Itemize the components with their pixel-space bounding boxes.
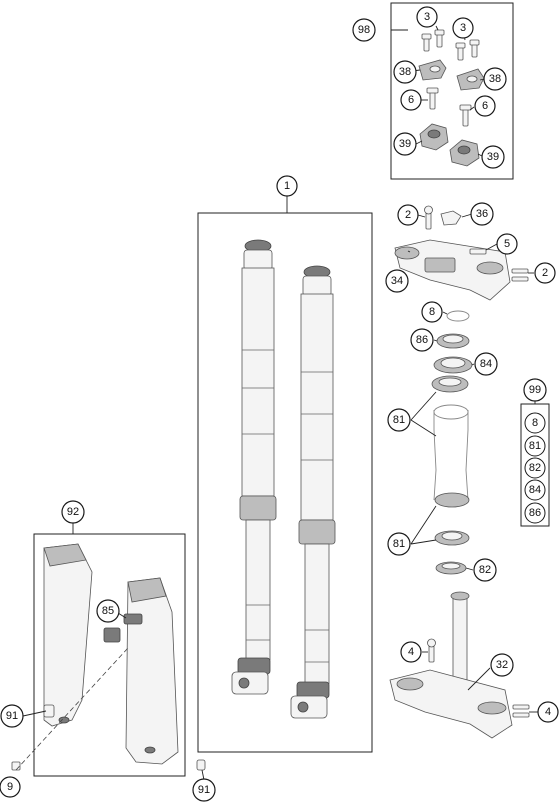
kit-99-item: 86 (524, 502, 546, 524)
callout-39: 39 (393, 132, 417, 156)
callout-36: 36 (470, 202, 494, 226)
svg-text:3: 3 (460, 22, 466, 34)
callout-91: 91 (0, 704, 24, 728)
callout-6: 6 (400, 89, 422, 111)
svg-text:3: 3 (424, 11, 430, 23)
callout-81: 81 (387, 532, 411, 556)
callout-34: 34 (385, 269, 409, 293)
svg-text:8: 8 (429, 306, 435, 318)
svg-text:81: 81 (393, 538, 405, 550)
callout-2: 2 (534, 262, 556, 284)
callout-86: 86 (410, 328, 434, 352)
svg-text:86: 86 (416, 334, 428, 346)
callout-1: 1 (276, 175, 298, 197)
callout-38: 38 (483, 67, 507, 91)
kit-99-item: 8 (524, 412, 546, 434)
svg-text:39: 39 (487, 151, 499, 163)
kit-98-frame (390, 2, 514, 180)
callout-3: 3 (416, 6, 438, 28)
callout-99: 99 (523, 378, 547, 402)
svg-text:85: 85 (102, 605, 114, 617)
lower-triple-clamp (389, 591, 530, 739)
callout-39: 39 (481, 145, 505, 169)
upper-triple-clamp (394, 205, 529, 301)
callout-82: 82 (473, 558, 497, 582)
callout-6: 6 (474, 95, 496, 117)
kit-99-item: 84 (524, 479, 546, 501)
callout-81: 81 (387, 408, 411, 432)
fork-leg-left (231, 239, 277, 695)
callout-8: 8 (421, 301, 443, 323)
svg-text:9: 9 (7, 781, 13, 793)
fork-assembly-frame (197, 212, 373, 753)
callout-2: 2 (397, 204, 419, 226)
callout-98: 98 (352, 18, 376, 42)
svg-text:36: 36 (476, 208, 488, 220)
leader-lines (15, 25, 538, 781)
svg-text:32: 32 (496, 659, 508, 671)
callout-3: 3 (452, 17, 474, 39)
callout-32: 32 (490, 653, 514, 677)
callout-9: 9 (0, 776, 21, 798)
svg-text:4: 4 (545, 706, 551, 718)
callout-4: 4 (400, 641, 422, 663)
callout-84: 84 (474, 352, 498, 376)
callout-4: 4 (537, 701, 559, 723)
svg-text:38: 38 (489, 73, 501, 85)
svg-text:84: 84 (529, 484, 541, 496)
svg-text:2: 2 (542, 267, 548, 279)
callout-92: 92 (61, 500, 85, 524)
svg-text:4: 4 (408, 646, 414, 658)
svg-text:1: 1 (284, 180, 290, 192)
callout-85: 85 (96, 599, 120, 623)
svg-text:2: 2 (405, 209, 411, 221)
fork-leg-right (290, 265, 336, 719)
svg-text:6: 6 (408, 94, 414, 106)
svg-text:81: 81 (393, 414, 405, 426)
svg-text:5: 5 (504, 238, 510, 250)
callout-91: 91 (192, 778, 216, 802)
svg-text:92: 92 (67, 506, 79, 518)
svg-text:39: 39 (399, 138, 411, 150)
svg-text:84: 84 (480, 358, 492, 370)
fork-guard-frame (33, 533, 186, 777)
steering-bearing-stack (431, 310, 473, 575)
kit-99-item: 81 (524, 435, 546, 457)
kit-99-item: 82 (524, 457, 546, 479)
svg-text:38: 38 (399, 66, 411, 78)
callout-38: 38 (393, 60, 417, 84)
svg-text:91: 91 (6, 710, 18, 722)
svg-text:99: 99 (529, 384, 541, 396)
fork-guards (11, 543, 206, 771)
svg-text:8: 8 (532, 417, 538, 429)
svg-text:82: 82 (479, 564, 491, 576)
svg-text:91: 91 (198, 784, 210, 796)
svg-text:6: 6 (482, 100, 488, 112)
callout-5: 5 (496, 233, 518, 255)
kit-99-list: 99 8 81 82 84 86 (523, 378, 547, 524)
svg-text:34: 34 (391, 275, 403, 287)
svg-text:98: 98 (358, 24, 370, 36)
svg-text:82: 82 (529, 462, 541, 474)
svg-text:81: 81 (529, 440, 541, 452)
kit-98-parts (418, 29, 485, 167)
svg-text:86: 86 (529, 507, 541, 519)
